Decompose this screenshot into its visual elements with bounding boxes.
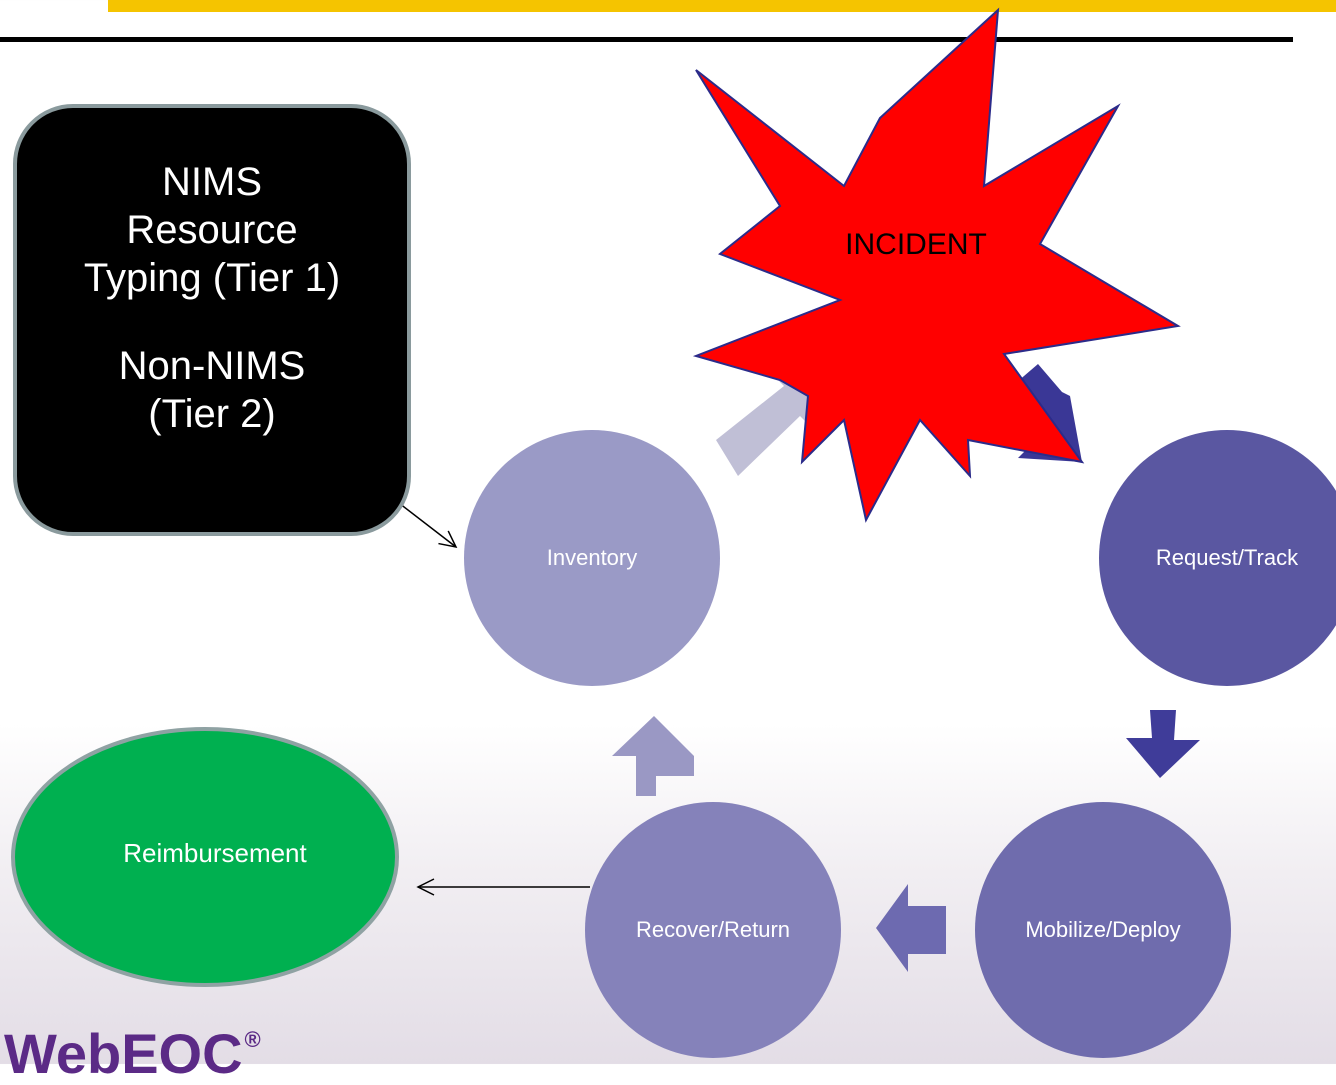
mobilize-deploy-node xyxy=(975,802,1231,1058)
arrow-recover-to-inventory xyxy=(612,716,694,796)
brand-name: WebEOC xyxy=(4,1022,243,1085)
inventory-node xyxy=(464,430,720,686)
recover-return-node xyxy=(585,802,841,1058)
request-track-node xyxy=(1099,430,1336,686)
title-divider-rule xyxy=(0,37,1293,42)
request-track-label: Request/Track xyxy=(1155,545,1299,570)
arrow-inventory-to-incident xyxy=(716,364,826,476)
reimbursement-label: Reimbursement xyxy=(123,838,307,868)
mobilize-deploy-label: Mobilize/Deploy xyxy=(1025,917,1181,942)
arrow-request-to-mobilize xyxy=(1126,710,1200,778)
nims-line-4: Non-NIMS xyxy=(118,344,306,388)
nims-line-5: (Tier 2) xyxy=(148,392,276,436)
nims-resource-typing-box: NIMS Resource Typing (Tier 1) Non-NIMS (… xyxy=(13,104,411,536)
inventory-label: Inventory xyxy=(546,545,638,570)
brand-registered-mark: ® xyxy=(244,1027,261,1052)
nims-line-2: Resource xyxy=(126,208,298,252)
recover-return-label: Recover/Return xyxy=(635,917,791,942)
webeoc-logo: WebEOC® xyxy=(4,1010,261,1084)
incident-label: INCIDENT xyxy=(845,228,987,261)
incident-starburst xyxy=(692,7,1181,523)
nims-line-1: NIMS xyxy=(162,160,262,204)
nims-line-3: Typing (Tier 1) xyxy=(83,256,341,300)
arrow-mobilize-to-recover xyxy=(876,884,946,972)
nims-spacer xyxy=(17,302,407,342)
nims-to-inventory-connector xyxy=(394,499,458,549)
top-accent-bar xyxy=(108,0,1336,12)
reimbursement-node xyxy=(11,727,399,987)
